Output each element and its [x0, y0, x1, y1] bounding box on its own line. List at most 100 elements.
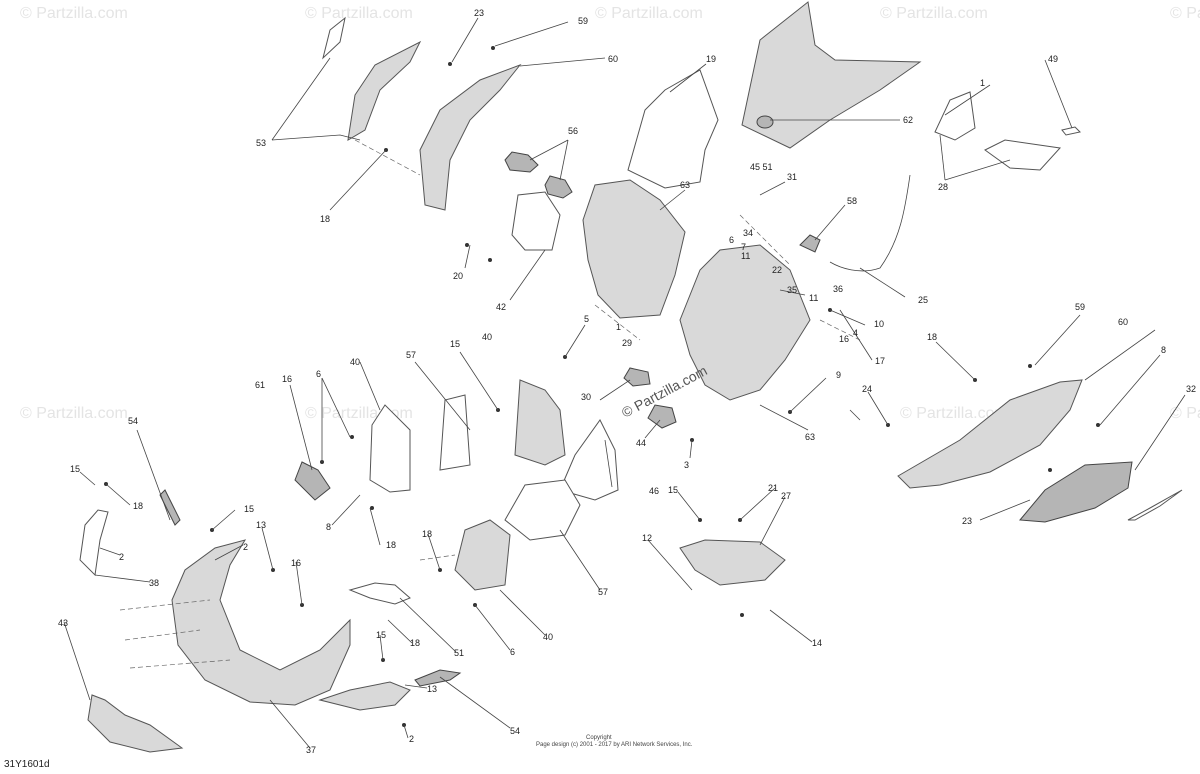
- callout-9: 9: [836, 370, 841, 380]
- leader-line: [779, 289, 806, 296]
- callout-40: 40: [543, 632, 553, 642]
- leader-line: [659, 189, 686, 211]
- leader-line: [944, 84, 991, 116]
- callout-18: 18: [320, 214, 330, 224]
- callout-18: 18: [927, 332, 937, 342]
- bracket-part-61: [294, 461, 331, 501]
- duct-part-46: [559, 419, 619, 501]
- callout-28: 28: [938, 182, 948, 192]
- callout-11: 11: [809, 293, 818, 303]
- panel-part-42: [511, 191, 561, 251]
- callout-59: 59: [578, 16, 588, 26]
- callout-51: 51: [454, 648, 464, 658]
- bolt: [1048, 468, 1052, 472]
- inner-console-part-63: [582, 179, 686, 319]
- callout-6: 6: [316, 369, 321, 379]
- leader-line: [403, 724, 409, 739]
- diagram-code: 31Y1601d: [4, 759, 50, 770]
- leader-line: [1099, 354, 1161, 426]
- callout-layer: 23 59 60 19 53 56 62 1 49 18 45 51 31 63…: [58, 8, 1196, 755]
- leader-line: [404, 684, 428, 689]
- callout-16: 16: [282, 374, 292, 384]
- watermark: © Partzilla.com: [305, 5, 413, 22]
- leader-line: [604, 439, 613, 488]
- callout-5: 5: [584, 314, 589, 324]
- leader-line: [599, 379, 631, 401]
- leader-line: [105, 483, 131, 506]
- bolt: [488, 258, 492, 262]
- callout-34: 34: [743, 228, 753, 238]
- leader-line: [859, 267, 906, 298]
- callout-18: 18: [133, 501, 143, 511]
- callout-36: 36: [833, 284, 843, 294]
- gasket-part-19: [627, 69, 719, 189]
- callout-15: 15: [668, 485, 678, 495]
- leader-line: [329, 149, 387, 211]
- leader-line: [509, 249, 546, 301]
- callout-60: 60: [608, 54, 618, 64]
- callout-54: 54: [128, 416, 138, 426]
- callout-35: 35: [787, 285, 797, 295]
- leader-line: [451, 17, 479, 63]
- watermark: © Partzilla.com: [20, 405, 128, 422]
- leader-line: [331, 494, 361, 526]
- callout-23: 23: [474, 8, 484, 18]
- leader-line: [79, 471, 96, 486]
- light-part-23: [1018, 461, 1133, 523]
- callout-15: 15: [70, 464, 80, 474]
- leader-line: [399, 597, 457, 653]
- panel-part-57b: [504, 479, 581, 541]
- leader-line: [1044, 59, 1073, 129]
- leader-line: [529, 139, 569, 161]
- callout-40: 40: [482, 332, 492, 342]
- assembly-line: [354, 139, 421, 176]
- callout-8: 8: [326, 522, 331, 532]
- bracket-part-56b: [544, 175, 573, 199]
- watermark: © Partzilla.com: [1170, 5, 1200, 22]
- copyright-line: Copyright: [586, 735, 612, 741]
- side-panel-part-60: [419, 63, 522, 211]
- bracket-part-38: [79, 509, 109, 577]
- side-trim-part-53: [347, 40, 422, 141]
- front-bumper-part-37: [171, 539, 351, 706]
- leader-line: [564, 324, 586, 358]
- duct-part-40c: [454, 519, 511, 591]
- watermark: © Partzilla.com: [595, 5, 703, 22]
- callout-25: 25: [918, 295, 928, 305]
- callout-29: 29: [622, 338, 632, 348]
- assembly-line: [419, 554, 456, 561]
- callout-14: 14: [812, 638, 822, 648]
- callout-22: 22: [772, 265, 782, 275]
- leader-line: [369, 507, 381, 546]
- callout-62: 62: [903, 115, 913, 125]
- callout-4: 4: [853, 328, 858, 338]
- leader-line: [814, 204, 846, 241]
- leader-line: [1034, 314, 1081, 366]
- leader-line: [387, 619, 413, 644]
- bolt: [740, 613, 744, 617]
- assembly-line: [739, 214, 791, 266]
- leader-line: [427, 533, 441, 571]
- leader-line: [269, 699, 311, 749]
- upper-lens-part: [322, 16, 346, 60]
- leader-line: [63, 621, 91, 701]
- leader-line: [499, 589, 546, 636]
- callout-19: 19: [706, 54, 716, 64]
- lower-trim-part-13: [318, 681, 411, 711]
- leader-line: [1084, 329, 1156, 381]
- assembly-line: [124, 629, 201, 641]
- bolt: [491, 46, 495, 50]
- leader-line: [559, 139, 569, 181]
- callout-15: 15: [244, 504, 254, 514]
- callout-24: 24: [862, 384, 872, 394]
- callout-46: 46: [649, 486, 659, 496]
- leader-line: [321, 377, 351, 438]
- callout-27: 27: [781, 491, 791, 501]
- bolt: [1028, 364, 1032, 368]
- skid-plate-part-27: [679, 539, 786, 586]
- callout-7: 7: [741, 242, 746, 252]
- leader-line: [271, 134, 361, 141]
- leader-line: [647, 539, 693, 591]
- leader-line: [211, 509, 236, 531]
- leader-line: [459, 351, 499, 411]
